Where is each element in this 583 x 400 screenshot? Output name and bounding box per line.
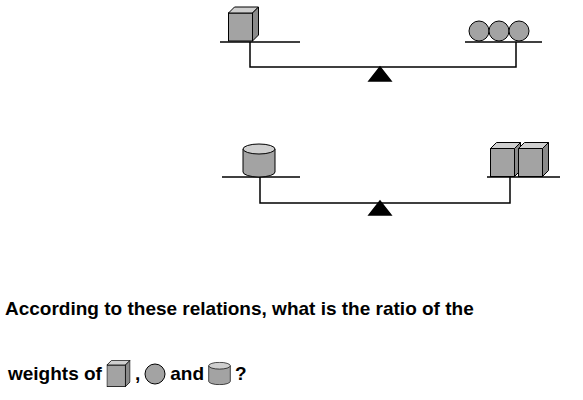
sphere-weights <box>469 21 529 41</box>
cube-weight <box>519 143 549 177</box>
question-text: weights of <box>8 363 102 385</box>
question-text: , <box>135 363 140 385</box>
question-text: According to these relations, what is th… <box>5 298 474 319</box>
cube-weight <box>491 143 521 177</box>
question-line: weights of, and? <box>8 360 247 387</box>
question-text: ? <box>235 363 247 385</box>
cube-weight <box>229 7 259 41</box>
question-line: According to these relations, what is th… <box>5 298 474 320</box>
question-text: and <box>170 363 204 385</box>
cylinder-weight <box>243 144 275 177</box>
cube-icon <box>106 360 131 387</box>
bottom-scale <box>222 177 560 215</box>
sphere-icon <box>144 363 166 385</box>
cylinder-icon <box>208 361 231 386</box>
top-scale <box>220 42 542 81</box>
